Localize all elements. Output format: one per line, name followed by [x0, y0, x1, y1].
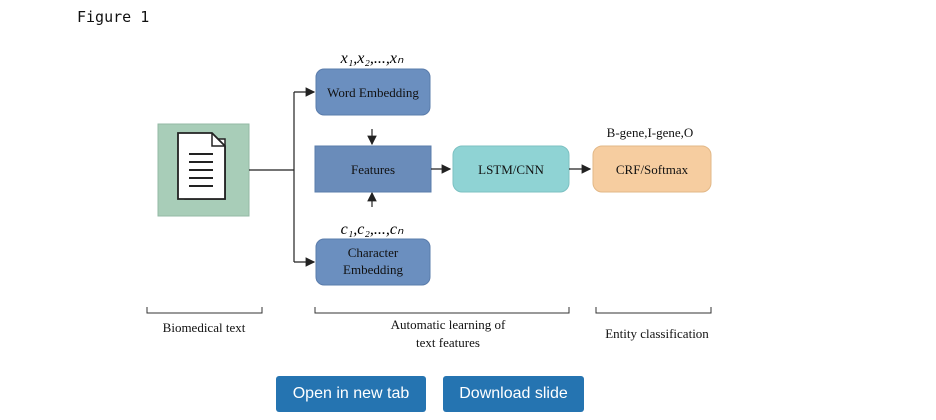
char-embedding-label-line2: Embedding [343, 262, 403, 277]
ner-pipeline-diagram: x₁,x₂,...,xₙ Word Embedding Features c₁,… [146, 50, 712, 350]
stage-label-entity-classification: Entity classification [605, 326, 709, 341]
open-in-new-tab-button[interactable]: Open in new tab [276, 376, 426, 412]
word-embedding-formula: x₁,x₂,...,xₙ [340, 50, 404, 67]
document-icon [177, 132, 226, 200]
char-embedding-label-line1: Character [348, 245, 399, 260]
char-embedding-box: Character Embedding [315, 238, 431, 286]
stage-brackets [146, 307, 712, 314]
features-box: Features [314, 145, 432, 193]
lstm-cnn-label: LSTM/CNN [478, 162, 544, 177]
figure-title: Figure 1 [77, 8, 150, 26]
word-embedding-label: Word Embedding [327, 85, 419, 100]
lstm-cnn-box: LSTM/CNN [452, 145, 570, 193]
stage-label-automatic-learning-1: Automatic learning of [391, 317, 506, 332]
stage-label-biomedical-text: Biomedical text [163, 320, 246, 335]
features-label: Features [351, 162, 395, 177]
stage-label-automatic-learning-2: text features [416, 335, 480, 350]
crf-softmax-box: CRF/Softmax [592, 145, 712, 193]
crf-softmax-label: CRF/Softmax [616, 162, 689, 177]
char-embedding-formula: c₁,c₂,...,cₙ [341, 221, 404, 238]
output-tags: B-gene,I-gene,O [607, 125, 694, 140]
word-embedding-box: Word Embedding [315, 68, 431, 116]
input-connectors [249, 87, 316, 267]
document-box [157, 123, 250, 217]
download-slide-button[interactable]: Download slide [443, 376, 584, 412]
